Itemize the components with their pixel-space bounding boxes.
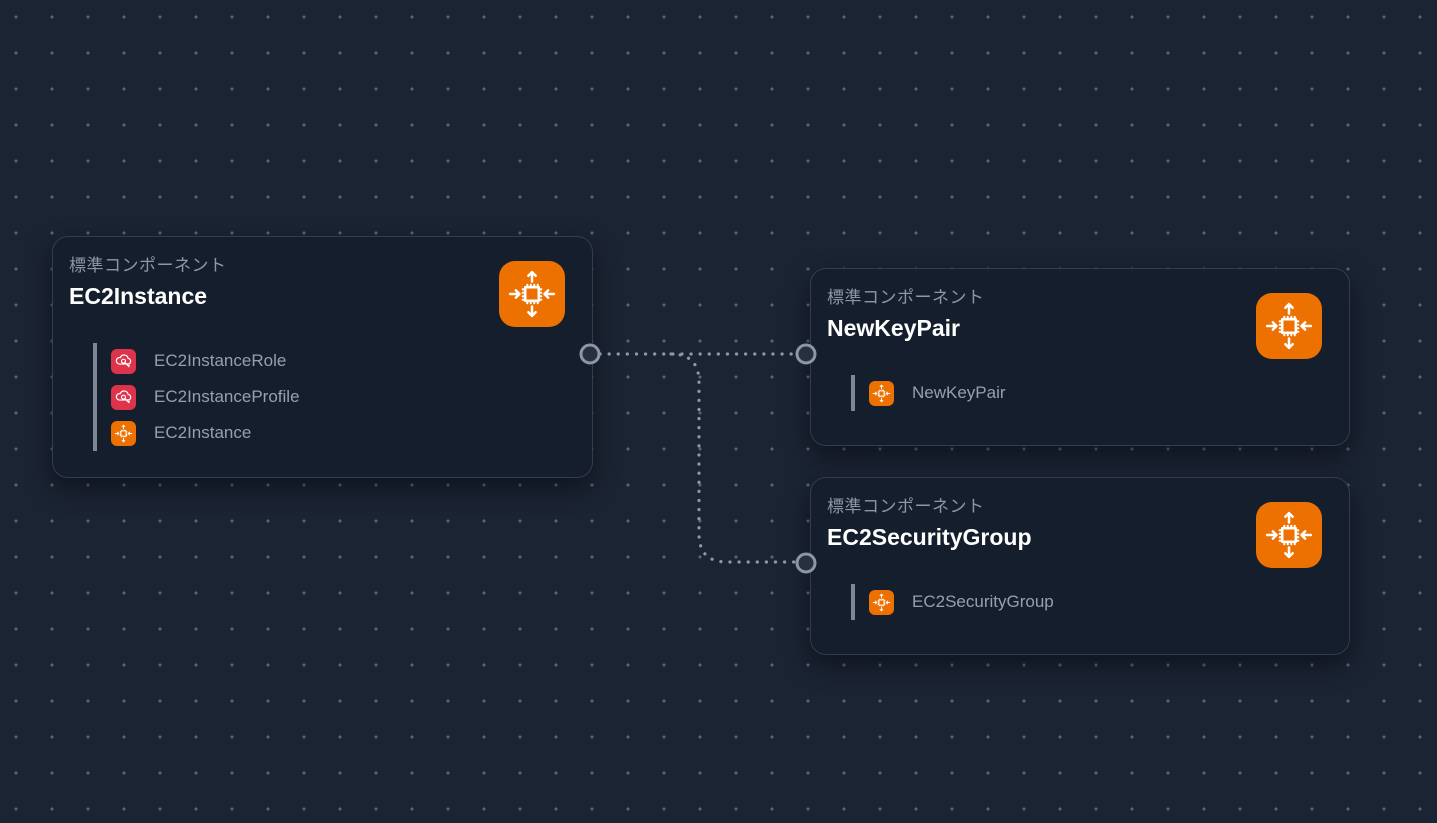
connection-port-newkeypair-in[interactable] (795, 343, 817, 365)
iam-role-icon (111, 348, 136, 374)
ec2-compute-icon (869, 380, 894, 406)
node-category-label: 標準コンポーネント (827, 497, 985, 516)
resource-row: EC2InstanceRole (97, 343, 568, 379)
resource-label: EC2InstanceProfile (154, 387, 300, 406)
node-category-label: 標準コンポーネント (69, 256, 227, 275)
resource-row: EC2InstanceProfile (97, 379, 568, 415)
ec2-compute-icon (1256, 502, 1322, 568)
iam-role-icon (111, 384, 136, 410)
node-category-label: 標準コンポーネント (827, 288, 985, 307)
connection-line-ec2instance-ec2securitygroup[interactable] (669, 352, 797, 564)
node-title: EC2Instance (69, 283, 208, 309)
resource-list: NewKeyPair (851, 375, 1325, 411)
resource-row: EC2Instance (97, 415, 568, 451)
ec2-compute-icon (499, 261, 565, 327)
ec2-compute-icon (1256, 293, 1322, 359)
node-title: NewKeyPair (827, 315, 960, 341)
resource-row: NewKeyPair (855, 375, 1325, 411)
resource-label: EC2InstanceRole (154, 351, 287, 370)
ec2-compute-icon (869, 589, 894, 615)
resource-label: NewKeyPair (912, 383, 1006, 402)
resource-label: EC2SecurityGroup (912, 592, 1054, 611)
resource-list: EC2InstanceRole EC2InstanceProfile EC2In… (93, 343, 568, 451)
node-card-ec2instance[interactable]: 標準コンポーネント EC2Instance EC2InstanceRole EC… (52, 236, 593, 478)
connection-port-ec2securitygroup-in[interactable] (795, 552, 817, 574)
ec2-compute-icon (111, 420, 136, 446)
connection-port-ec2instance-out[interactable] (579, 343, 601, 365)
node-card-ec2securitygroup[interactable]: 標準コンポーネント EC2SecurityGroup EC2SecurityGr… (810, 477, 1350, 655)
resource-label: EC2Instance (154, 423, 252, 442)
node-card-newkeypair[interactable]: 標準コンポーネント NewKeyPair NewKeyPair (810, 268, 1350, 446)
resource-row: EC2SecurityGroup (855, 584, 1325, 620)
node-title: EC2SecurityGroup (827, 524, 1032, 550)
resource-list: EC2SecurityGroup (851, 584, 1325, 620)
